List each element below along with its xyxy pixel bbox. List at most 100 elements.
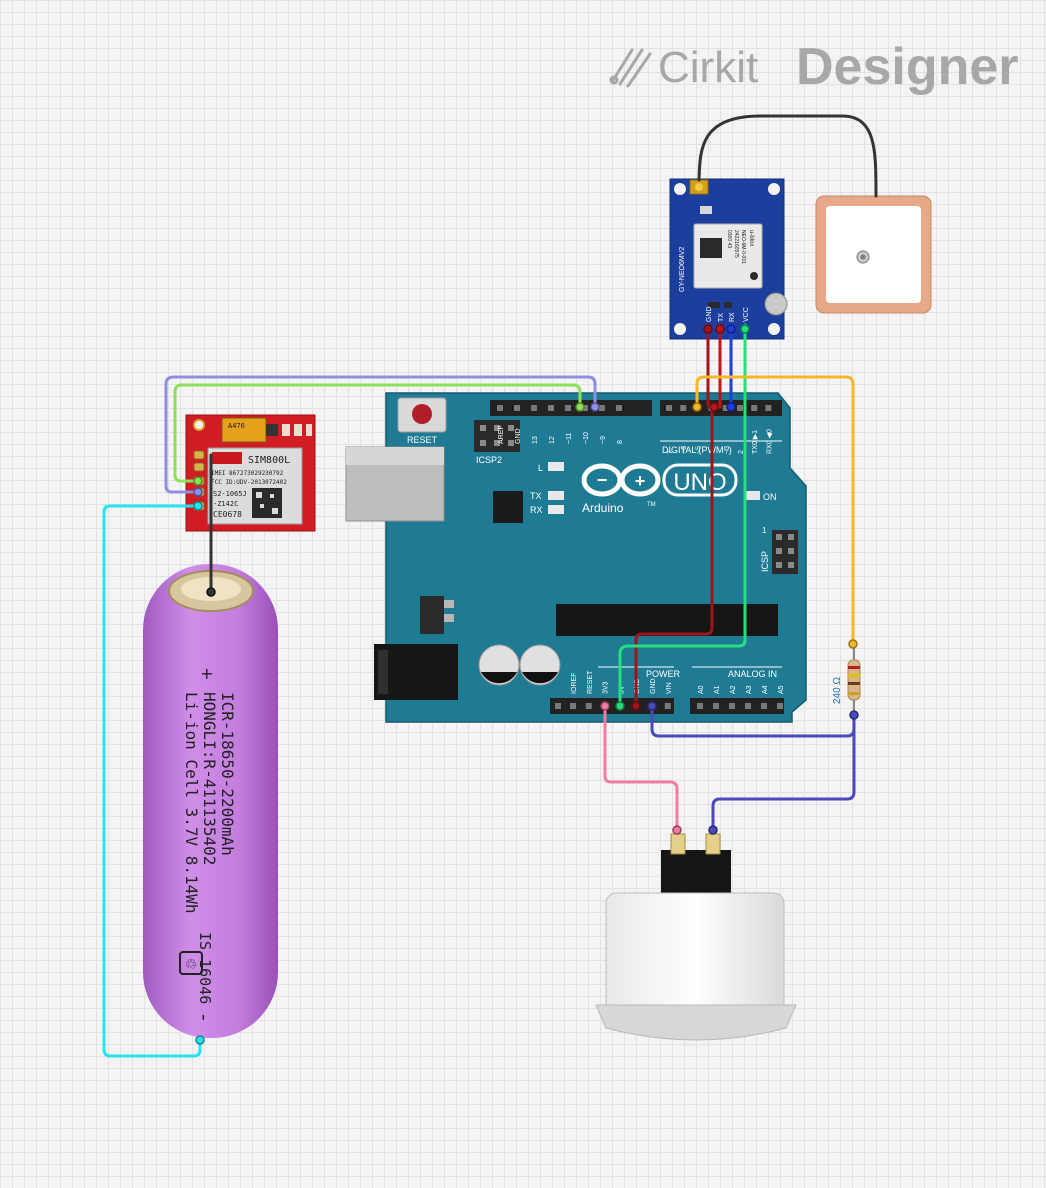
top-pin-hole[interactable] <box>497 405 503 411</box>
top-pin2-label: ~3 <box>724 446 731 454</box>
brand-word-designer: Designer <box>796 38 1019 96</box>
gps-smd-part <box>708 302 720 308</box>
dc-jack-edge <box>378 650 388 694</box>
gps-chip-brand: u-blox <box>748 230 754 246</box>
digital-label: DIGITAL (PWM~) <box>662 445 732 455</box>
power-pin-label: VIN <box>666 682 673 694</box>
power-pin-hole[interactable] <box>555 703 561 709</box>
adapter-pin-right <box>705 833 721 855</box>
top-pin2-label: 7 <box>667 450 674 454</box>
gps-backup-battery <box>764 292 788 316</box>
reset-button-cap[interactable] <box>412 404 432 424</box>
analog-pin-hole[interactable] <box>761 703 767 709</box>
gps-mount-hole <box>674 323 686 335</box>
capacitor-2-band <box>522 672 558 684</box>
gps-board-label: GY-NEO6MV2 <box>679 247 686 292</box>
wire-pin12-sim <box>173 383 582 483</box>
sim-smd-part <box>266 424 278 436</box>
sim-pin[interactable] <box>193 462 205 472</box>
top-pin2-label: ~5 <box>695 446 702 454</box>
top-pin-label: GND <box>515 428 522 444</box>
top-pin-label: AREF <box>498 425 505 444</box>
trademark-label: TM <box>647 502 656 508</box>
top-pin-hole[interactable] <box>531 405 537 411</box>
sim800l-module[interactable]: A476 SIM800L IMEI 867273029230792 FCC ID… <box>185 414 316 532</box>
cirkit-designer-logo: Cirkit Designer <box>609 38 1019 96</box>
regulator-pin <box>444 600 454 608</box>
top-pin2-label: TX0 ▶1 <box>752 430 759 454</box>
top-pin-label: 13 <box>532 436 539 444</box>
battery-18650[interactable]: + - ICR-18650-2200mAh HONGLI:R-411135402… <box>143 564 278 1038</box>
gps-mount-hole <box>768 183 780 195</box>
top-pin-hole[interactable] <box>548 405 554 411</box>
sim-chip-logo <box>212 452 242 464</box>
top-pin-hole[interactable] <box>616 405 622 411</box>
top-pin-hole[interactable] <box>565 405 571 411</box>
top-pin-hole[interactable] <box>514 405 520 411</box>
gps-module[interactable]: u-blox NEO-6M-0-001 2422160575 0300 43 G… <box>669 178 788 340</box>
power-pin-label: RESET <box>587 670 594 694</box>
wire-3v3-adapter <box>603 704 679 832</box>
top-pin2-hole[interactable] <box>751 405 758 411</box>
antenna-feed-core <box>860 254 866 260</box>
power-pin-hole[interactable] <box>664 703 671 709</box>
top-pin2-label: RX0 ◀0 <box>766 429 773 454</box>
sim-capacitor <box>221 417 267 443</box>
top-pin-label: ~11 <box>566 433 573 444</box>
brand-word-cirkit: Cirkit <box>658 43 758 92</box>
top-pin-hole[interactable] <box>599 405 605 411</box>
uno-badge <box>662 463 738 497</box>
resistor-240[interactable]: 240 Ω <box>832 644 861 715</box>
sim-imei-label: IMEI 867273029230792 <box>211 470 284 477</box>
arduino-logo <box>581 463 661 497</box>
gps-mount-hole <box>768 323 780 335</box>
voltage-regulator <box>420 596 444 634</box>
analog-pin-hole[interactable] <box>713 703 719 709</box>
sim-pin[interactable] <box>193 450 205 460</box>
capacitor-1-band <box>481 672 517 684</box>
wire-sim-battery-neg <box>102 504 202 1058</box>
analog-pin-hole[interactable] <box>697 703 703 709</box>
top-pin2-hole[interactable] <box>722 405 729 411</box>
analog-pin-hole[interactable] <box>745 703 751 709</box>
sim-cap-label: A476 <box>228 422 245 430</box>
analog-pin-label: A2 <box>730 685 737 694</box>
analog-pin-hole[interactable] <box>777 703 783 709</box>
top-pin2-hole[interactable] <box>666 405 672 411</box>
wire-gps-vcc <box>618 323 747 708</box>
adapter-body <box>605 892 785 1016</box>
power-pin-hole[interactable] <box>570 703 576 709</box>
battery-plus-label: + <box>195 668 217 680</box>
top-pin2-hole[interactable] <box>680 405 687 411</box>
bottom-pin-holes <box>555 703 783 709</box>
regulator-pin <box>444 614 454 622</box>
gps-antenna[interactable] <box>815 195 932 314</box>
status-leds <box>548 462 760 514</box>
analog-pin-hole[interactable] <box>729 703 735 709</box>
led-l-label: L <box>538 463 543 473</box>
top-pin-hole[interactable] <box>582 405 588 411</box>
top-pin2-hole[interactable] <box>737 405 743 411</box>
power-pin-hole[interactable] <box>585 703 592 709</box>
top-pin-label: ~9 <box>600 436 607 444</box>
battery-text-1: ICR-18650-2200mAh <box>218 692 237 856</box>
top-pin-label: ~10 <box>583 432 590 444</box>
icsp2-header <box>474 420 520 452</box>
resistor-band <box>848 682 860 685</box>
uno-label: UNO <box>673 469 726 496</box>
gps-connector-center <box>695 183 703 191</box>
adapter-base <box>595 1004 797 1041</box>
top-pin-label: 12 <box>549 436 556 444</box>
top-pin2-hole[interactable] <box>765 405 772 411</box>
sim-smd-part <box>294 424 302 436</box>
battery-recycle-icon <box>179 951 203 975</box>
usb-port-shine <box>346 447 444 465</box>
usb-power-adapter[interactable] <box>595 833 797 1041</box>
gps-chip-model: NEO-6M-0-001 <box>740 230 746 264</box>
atmega-chip <box>556 604 778 636</box>
sim-antenna-pad <box>193 419 205 431</box>
sim-code1-label: S2-1065J <box>213 490 247 498</box>
